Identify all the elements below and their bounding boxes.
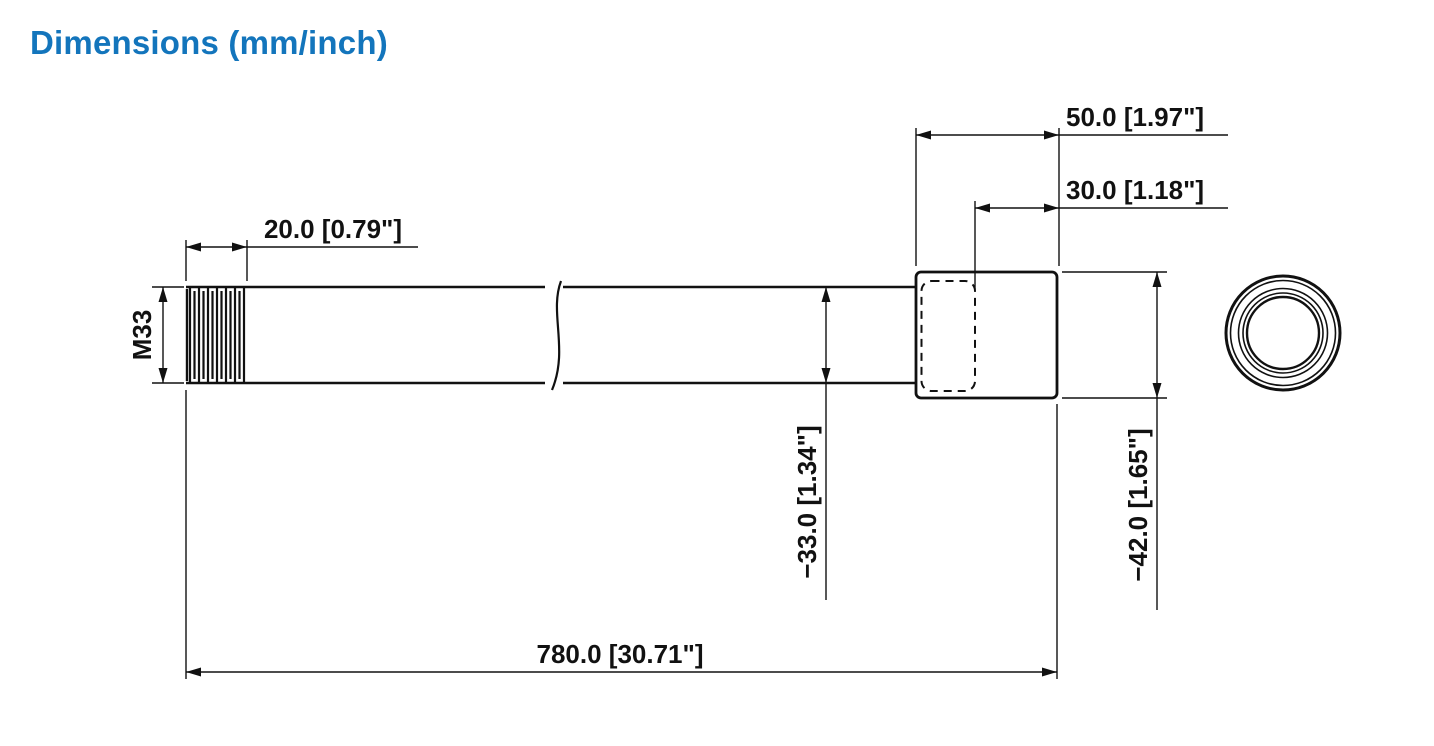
dim-tube-diameter-label: −33.0 [1.34"] [792, 425, 822, 578]
dim-thread-length: 20.0 [0.79"] [185, 214, 418, 281]
threaded-end [185, 285, 247, 385]
dim-bore-depth: 30.0 [1.18"] [974, 175, 1228, 289]
dim-thread-spec-label: M33 [127, 310, 157, 361]
dim-total-length-label: 780.0 [30.71"] [537, 639, 704, 669]
dim-collar-length-label: 50.0 [1.97"] [1066, 102, 1204, 132]
end-view [1224, 274, 1342, 392]
dim-tube-diameter: −33.0 [1.34"] [792, 287, 831, 600]
tube-body [247, 280, 916, 391]
dim-thread-spec: M33 [127, 286, 184, 384]
dim-total-length: 780.0 [30.71"] [185, 390, 1058, 679]
break-symbol [550, 280, 563, 391]
dim-collar-diameter-label: −42.0 [1.65"] [1123, 428, 1153, 581]
dim-bore-depth-label: 30.0 [1.18"] [1066, 175, 1204, 205]
dim-thread-length-label: 20.0 [0.79"] [264, 214, 402, 244]
hidden-bore [920, 280, 976, 392]
collar [914, 270, 1059, 400]
page-title: Dimensions (mm/inch) [30, 24, 388, 61]
dim-collar-length: 50.0 [1.97"] [915, 102, 1228, 266]
dim-collar-diameter: −42.0 [1.65"] [1062, 271, 1167, 610]
